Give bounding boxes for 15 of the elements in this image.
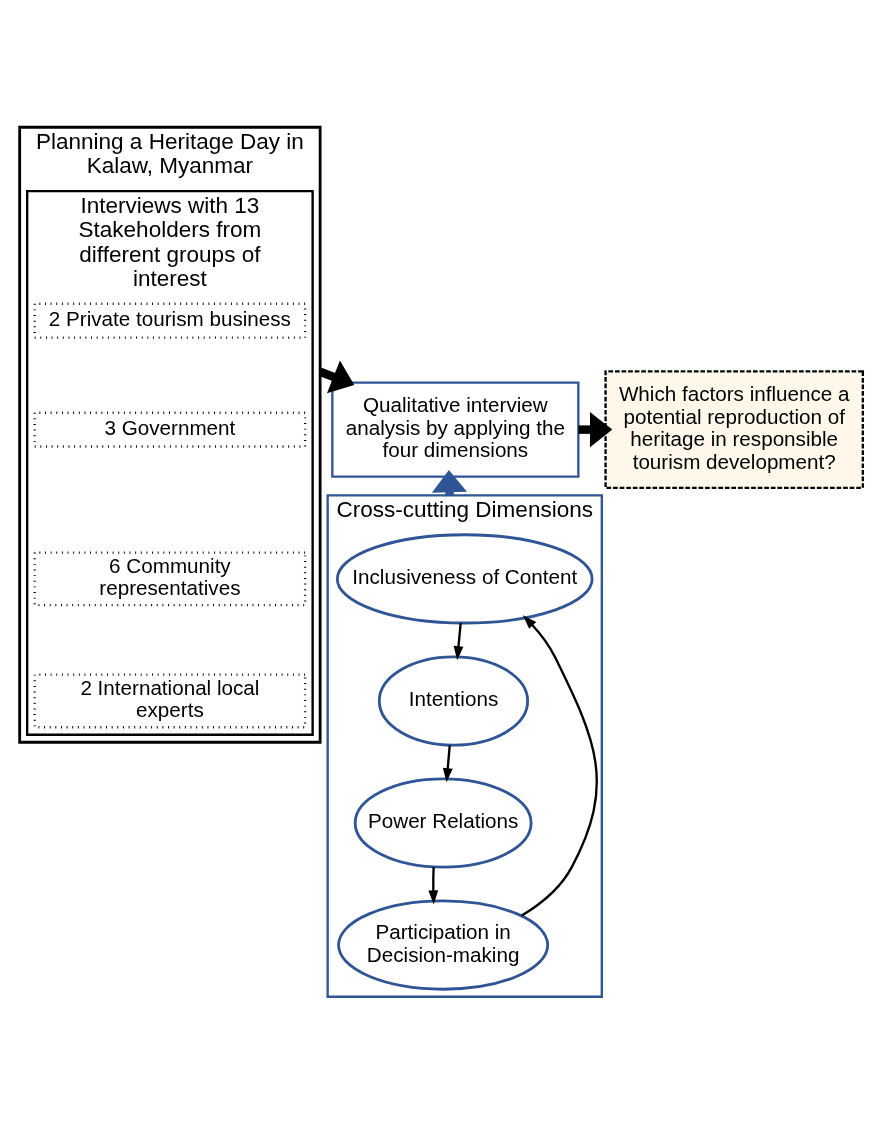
arrow xyxy=(428,866,439,905)
node-box: Which factors influence a potential reproduction of heritage in responsible tourism development? xyxy=(604,370,864,489)
node-ellipse: Intentions xyxy=(377,655,530,747)
arrow xyxy=(453,623,464,661)
node-box: 2 Private tourism business xyxy=(33,302,307,339)
node-box: Qualitative interview analysis by applying the four dimensions xyxy=(331,381,580,478)
node-box: 2 International local experts xyxy=(33,673,307,729)
arrow xyxy=(442,745,453,783)
arrow xyxy=(520,615,598,917)
arrow xyxy=(318,360,355,394)
node-ellipse: Inclusiveness of Content xyxy=(335,533,594,625)
node-ellipse: Participation in Decision-making xyxy=(337,899,550,991)
node-box: 6 Community representatives xyxy=(33,551,307,607)
node-box: 3 Government xyxy=(33,411,307,448)
node-ellipse: Power Relations xyxy=(353,777,533,869)
